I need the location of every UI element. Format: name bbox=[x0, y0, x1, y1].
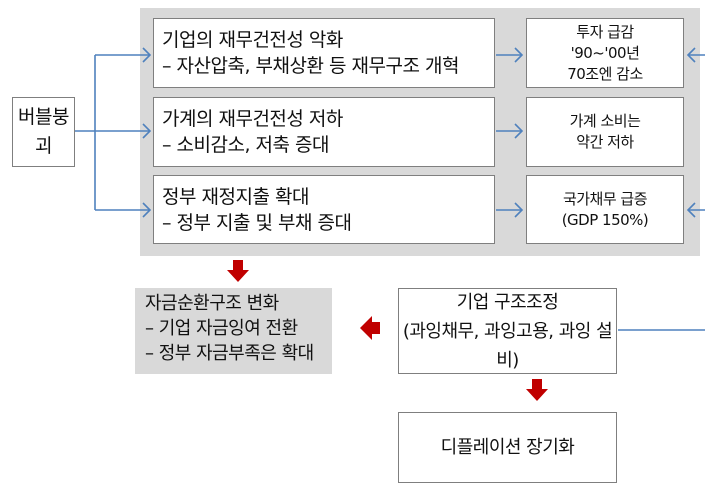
restructuring-box: 기업 구조조정 (과잉채무, 과잉고용, 과잉 설비) bbox=[398, 288, 617, 374]
bubble-collapse-label: 버블붕괴 bbox=[18, 106, 69, 157]
result-line: 투자 급감 bbox=[576, 22, 634, 41]
row-title: 가계의 재무건전성 저하 bbox=[162, 108, 343, 130]
deflation-box: 디플레이션 장기화 bbox=[398, 412, 617, 483]
row-detail: – 자산압축, 부채상환 등 재무구조 개혁 bbox=[162, 55, 459, 77]
red-arrows bbox=[227, 260, 548, 401]
debt-result-box: 국가채무 급증 (GDP 150%) bbox=[526, 175, 684, 244]
fund-flow-title: 자금순환구조 변화 bbox=[145, 293, 279, 314]
arrow-left-icon bbox=[360, 316, 380, 340]
row-detail: – 소비감소, 저축 증대 bbox=[162, 134, 330, 156]
row-detail: – 정부 지출 및 부채 증대 bbox=[162, 212, 352, 234]
result-line: 가계 소비는 bbox=[569, 112, 641, 130]
government-spending-box: 정부 재정지출 확대 – 정부 지출 및 부채 증대 bbox=[153, 175, 495, 244]
result-line: (GDP 150%) bbox=[561, 210, 649, 229]
household-finance-box: 가계의 재무건전성 저하 – 소비감소, 저축 증대 bbox=[153, 97, 495, 167]
row-title: 정부 재정지출 확대 bbox=[162, 186, 309, 208]
result-line: '90~'00년 bbox=[570, 43, 640, 62]
result-line: 약간 저하 bbox=[576, 133, 634, 151]
restructuring-title: 기업 구조조정 bbox=[456, 291, 559, 313]
arrow-down-icon bbox=[526, 379, 548, 401]
restructuring-detail: (과잉채무, 과잉고용, 과잉 설비) bbox=[402, 320, 613, 371]
result-line: 국가채무 급증 bbox=[562, 189, 648, 208]
arrow-down-icon bbox=[227, 260, 249, 282]
fund-flow-line: – 기업 자금잉여 전환 bbox=[145, 318, 298, 339]
fund-flow-line: – 정부 자금부족은 확대 bbox=[145, 343, 314, 364]
investment-result-box: 투자 급감 '90~'00년 70조엔 감소 bbox=[526, 18, 684, 88]
deflation-label: 디플레이션 장기화 bbox=[440, 437, 575, 458]
result-line: 70조엔 감소 bbox=[567, 64, 643, 83]
fund-flow-box: 자금순환구조 변화 – 기업 자금잉여 전환 – 정부 자금부족은 확대 bbox=[135, 288, 332, 374]
bubble-collapse-box: 버블붕괴 bbox=[12, 97, 75, 167]
consumption-result-box: 가계 소비는 약간 저하 bbox=[526, 97, 684, 167]
blue-connectors bbox=[75, 47, 705, 331]
row-title: 기업의 재무건전성 악화 bbox=[162, 29, 343, 51]
corporate-finance-box: 기업의 재무건전성 악화 – 자산압축, 부채상환 등 재무구조 개혁 bbox=[153, 18, 495, 88]
